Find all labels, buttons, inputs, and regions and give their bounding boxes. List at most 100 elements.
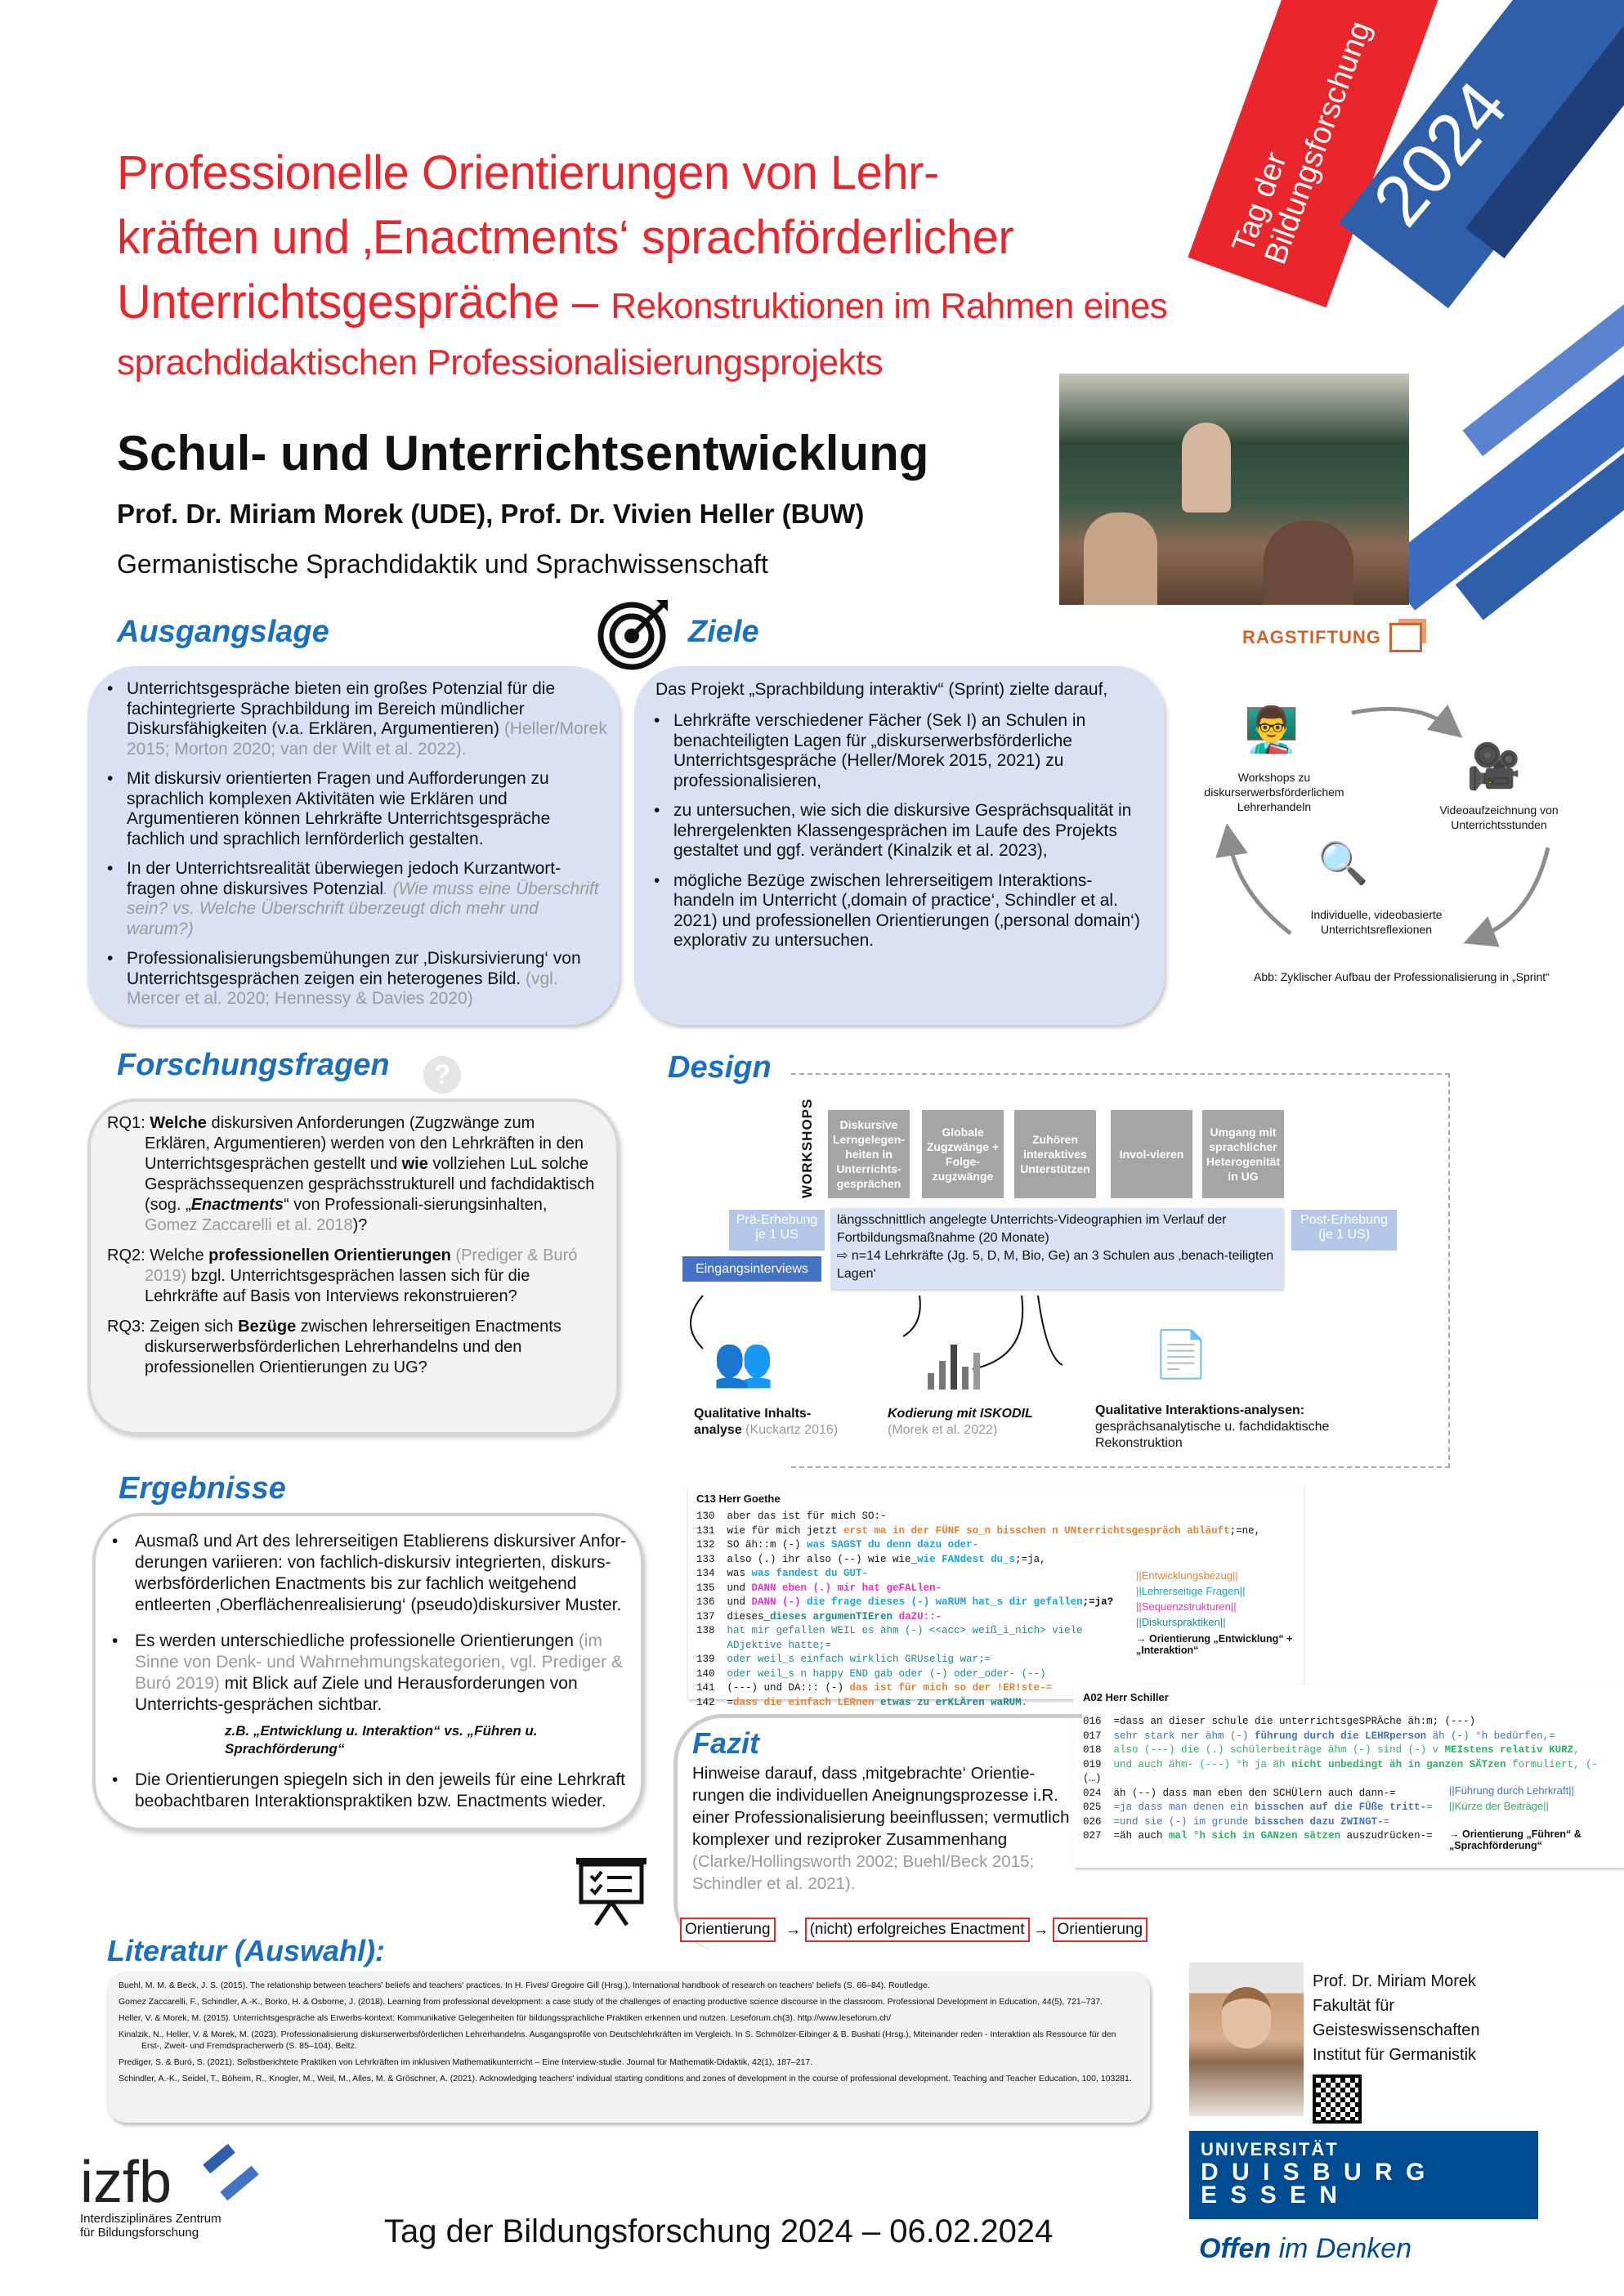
affiliation: Germanistische Sprachdidaktik und Sprach… (117, 549, 768, 579)
ude-logo: UNIVERSITÄT D U I S B U R G E S S E N (1189, 2131, 1538, 2219)
text-segment: mit Blick auf Ziele und Herausforderunge… (135, 1674, 578, 1714)
text-segment: nicht unbedingt äh in ganzen SÄTzen (1291, 1758, 1506, 1770)
cycle-step-video: Videoaufzeichnung von Unterrichtsstunden (1439, 803, 1559, 831)
list-item: In der Unterrichtsrealität überwiegen je… (101, 859, 608, 939)
text-segment: hat mir gefallen WEIL es ähm (-) <<acc> … (727, 1625, 1083, 1651)
text-segment: (im Sinne von Denk- und Wahrnehmungskate… (135, 1631, 623, 1693)
code-label: ||Führung durch Lehrkraft|| (1449, 1784, 1574, 1797)
design-frame (791, 1073, 1450, 1468)
transcript-line: 018 also (---) die (.) schülerbeiträge ä… (1083, 1743, 1614, 1758)
text-segment: das ist für mich so der !ER!ste-= (849, 1682, 1053, 1694)
fazit-heading: Fazit (692, 1726, 760, 1760)
transcript-line: 138 hat mir gefallen WEIL es ähm (-) <<a… (696, 1624, 1295, 1653)
line-number: 140 (696, 1667, 727, 1680)
text-segment: Professionalisierungsbemühungen zur ‚Dis… (127, 949, 581, 988)
research-question: RQ2: Welche professionellen Orientierung… (107, 1246, 603, 1307)
reference: Heller, V. & Morek, M. (2015). Unterrich… (119, 2013, 892, 2023)
text-segment: Mit diskursiv orientierten Fragen und Au… (127, 769, 551, 848)
list-item: mögliche Bezüge zwischen lehrerseitigem … (647, 871, 1153, 951)
text-segment: In der Unterrichtsrealität überwiegen je… (127, 859, 561, 898)
cycle-diagram: 👨‍🏫 Workshops zu diskurserwerbsförderlic… (1172, 688, 1624, 999)
text-segment: = (1426, 1801, 1433, 1813)
line-number: 017 (1083, 1730, 1114, 1742)
ergebnisse-example: z.B. „Entwicklung u. Interaktion“ vs. „F… (225, 1723, 538, 1757)
list-item: Mit diskursiv orientierten Fragen und Au… (101, 769, 608, 849)
text-segment: Unterrichtsgespräche bieten ein großes P… (127, 679, 556, 738)
reference: Schindler, A.-K., Seidel, T., Böheim, R.… (119, 2074, 1132, 2083)
cycle-caption: Abb: Zyklischer Aufbau der Professionali… (1254, 970, 1550, 983)
pre-survey: Prä-Erhebung je 1 US (729, 1210, 825, 1251)
ausgangslage-box: Unterrichtsgespräche bieten ein großes P… (87, 666, 620, 1025)
text-segment: Enactments (190, 1196, 284, 1214)
code-label: ||Diskurspraktiken|| (1136, 1616, 1226, 1628)
text-segment: äh (-) °h bedürfen,= (1426, 1730, 1555, 1742)
text-segment: RQ3: Zeigen sich (107, 1318, 239, 1336)
transcript-line: 016 =dass an dieser schule die unterrich… (1083, 1715, 1614, 1730)
text-segment: =ja dass man denen ein (1113, 1801, 1255, 1813)
fazit-box: Fazit Hinweise darauf, dass ‚mitgebracht… (673, 1714, 1082, 1951)
list-item: Lehrkräfte verschiedener Fächer (Sek I) … (647, 711, 1153, 791)
text-segment: wie für mich jetzt (727, 1524, 844, 1537)
sponsor-logo: RAGSTIFTUNG (1242, 623, 1422, 652)
line-number: 134 (696, 1568, 727, 1579)
line-number: 136 (696, 1596, 727, 1608)
text-segment: zu untersuchen, wie sich die diskursive … (673, 801, 1132, 860)
transcript-line: 133 also (.) ihr also (--) wie wie_wie F… (696, 1553, 1295, 1568)
teacher-board-icon: 👨‍🏫 (1244, 705, 1300, 754)
line-number: 018 (1083, 1744, 1114, 1756)
line-number: 024 (1083, 1787, 1114, 1799)
workshops-label: WORKSHOPS (799, 1098, 815, 1198)
workshop-box: Globale Zugzwänge + Folge-zugzwänge (922, 1110, 1004, 1198)
orientation-c13: → Orientierung „Entwicklung“ + „Interakt… (1136, 1633, 1293, 1656)
poster-subtitle: Rekonstruktionen im Rahmen eines (611, 286, 1168, 326)
line-number: 137 (696, 1610, 727, 1622)
code-label: ||Lehrerseitige Fragen|| (1136, 1585, 1246, 1597)
text-segment: Lehrkräfte verschiedener Fächer (Sek I) … (673, 711, 1086, 790)
text-segment: (Heller/Morek 2015; Morton 2020; van der… (127, 719, 607, 759)
fazit-flow: Orientierung → (nicht) erfolgreiches Ena… (680, 1918, 1148, 1942)
text-segment: dieses_ (727, 1610, 771, 1622)
reference: Gomez Zaccarelli, F., Schindler, A.-K., … (119, 1997, 1103, 2007)
transcript-line: 027 =äh auch mal °h sich in GANzen sätze… (1083, 1829, 1614, 1844)
text-segment: oder weil_s einfach wirklich GRUselig wa… (727, 1654, 991, 1665)
reference: Buehl, M. M. & Beck, J. S. (2015). The r… (119, 1980, 930, 1990)
text-segment: was (727, 1568, 752, 1579)
transcript-line: 136 und DANN (-) die frage dieses (-) wa… (696, 1596, 1295, 1610)
text-segment: äh (--) dass man eben den SCHÜlern auch … (1113, 1787, 1396, 1799)
text-segment: “ von Professionali-sierungsinhalten, (284, 1196, 548, 1214)
text-segment: Welche (150, 1114, 207, 1132)
list-item: Ausmaß und Art des lehrerseitigen Etabli… (102, 1531, 628, 1616)
orientation-a02: → Orientierung „Führen“ & „Sprachförderu… (1449, 1828, 1581, 1851)
line-number: 132 (696, 1539, 727, 1551)
text-segment: führung durch die LEHRperson (1255, 1730, 1427, 1742)
fazit-text: Hinweise darauf, dass ‚mitgebrachte‘ Ori… (692, 1764, 1070, 1893)
text-segment: und (727, 1596, 752, 1608)
workshop-box: Zuhören interaktives Unterstützen (1014, 1110, 1096, 1198)
post-survey: Post-Erhebung (je 1 US) (1291, 1210, 1397, 1251)
transcript-line: 019 und auch ähm- (---) °h ja äh nicht u… (1083, 1758, 1614, 1773)
line-number: 141 (696, 1682, 727, 1694)
workshop-box: Umgang mit sprachlicher Heterogenität in… (1202, 1110, 1284, 1198)
text-segment: Gomez Zaccarelli et al. 2018 (145, 1216, 353, 1234)
qr-code[interactable] (1313, 2074, 1362, 2124)
reference: Kinalzik, N., Heller, V. & Morek, M. (20… (119, 2030, 1116, 2051)
text-segment: DANN (-) (751, 1596, 808, 1608)
text-segment: DANN eben (.) mir hat geFALlen- (751, 1582, 942, 1594)
text-segment: und (727, 1582, 752, 1594)
footer-event: Tag der Bildungsforschung 2024 – 06.02.2… (384, 2213, 1054, 2249)
text-segment (875, 1697, 881, 1708)
text-segment: , (1573, 1744, 1580, 1756)
code-label: ||Sequenzstrukturen|| (1136, 1600, 1237, 1613)
text-segment: oder weil_s n happy END gab oder (-) ode… (727, 1667, 1046, 1680)
classroom-photo (1059, 374, 1409, 605)
ziele-heading: Ziele (688, 615, 759, 649)
workshop-box: Invol-vieren (1111, 1110, 1192, 1198)
text-segment: ;=ja? (1082, 1596, 1114, 1608)
bar-chart-icon (928, 1340, 985, 1390)
ergebnisse-list: Ausmaß und Art des lehrerseitigen Etabli… (102, 1531, 628, 1812)
text-segment: (---) und DA::: (-) (727, 1682, 850, 1694)
text-segment: wie FANdest du_s (917, 1553, 1016, 1565)
ausgangslage-heading: Ausgangslage (117, 615, 329, 649)
text-segment: mal °h sich in GANzen sätzen (1169, 1830, 1341, 1842)
